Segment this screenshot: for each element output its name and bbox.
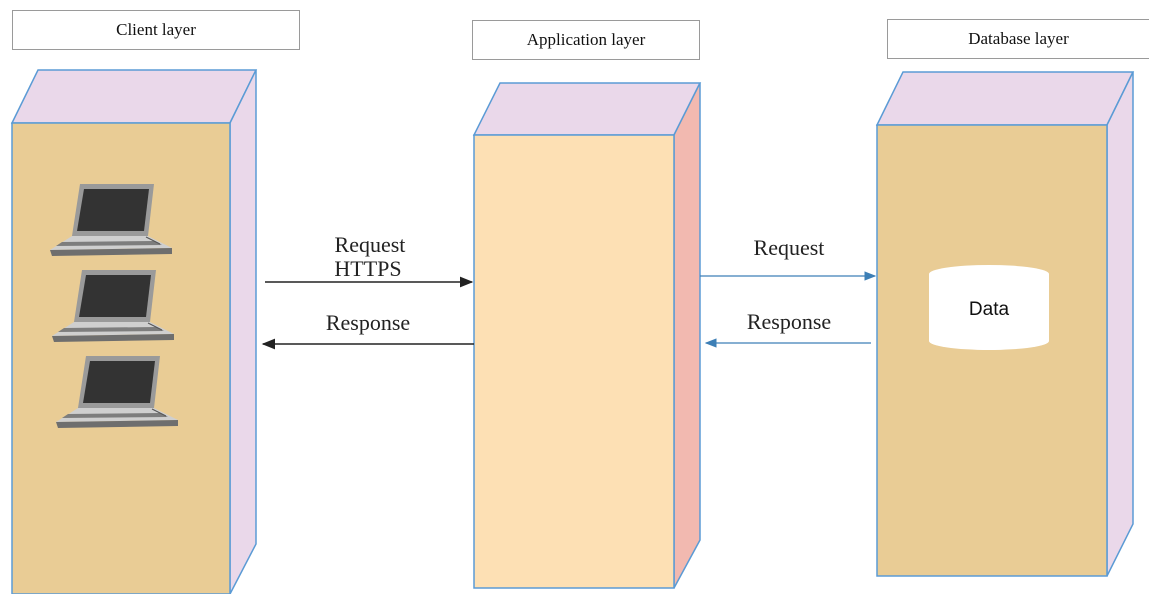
application-layer-box [472, 82, 702, 589]
request-label: Request [335, 232, 406, 257]
database-layer-box [875, 71, 1135, 577]
response-label: Response [326, 310, 410, 335]
database-cylinder-icon [929, 265, 1049, 350]
client-layer-label: Client layer [12, 10, 300, 50]
application-layer-label: Application layer [472, 20, 700, 60]
https-label: HTTPS [334, 256, 401, 281]
data-store-label: Data [969, 299, 1010, 320]
db-request-label: Request [754, 235, 825, 260]
database-layer-label: Database layer [887, 19, 1149, 59]
db-response-label: Response [747, 309, 831, 334]
